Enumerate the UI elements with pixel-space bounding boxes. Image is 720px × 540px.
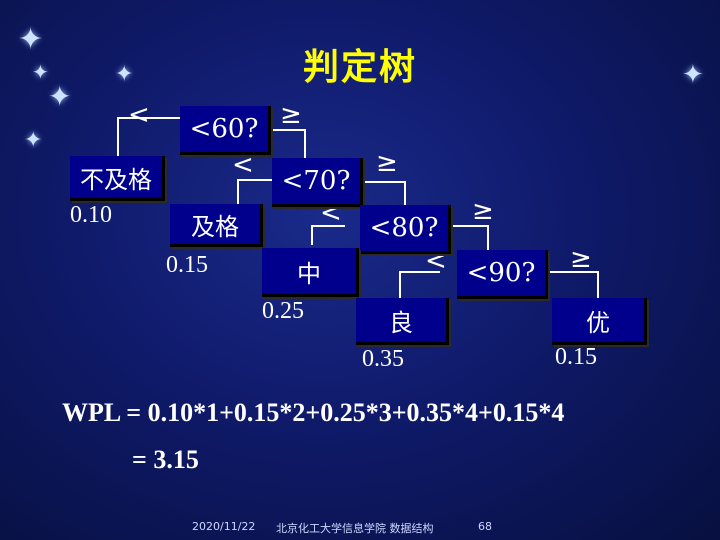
decision-node-80: <80? [360,205,451,254]
leaf-node-good: 良 [356,298,449,345]
edge-90-left [399,271,440,300]
edge-80-left [311,225,345,245]
branch-geq-60: ≥ [280,100,302,130]
edge-70-right [360,181,406,205]
page-title: 判定树 [302,47,417,88]
wpl-formula-line1: WPL = 0.10*1+0.15*2+0.25*3+0.35*4+0.15*4 [62,398,565,427]
branch-less-60: < [128,100,150,130]
sparkle-icon: ✦ [24,128,43,153]
sparkle-icon: ✦ [115,62,134,87]
sparkle-icon: ✦ [18,22,44,57]
leaf-weight-fail: 0.10 [70,202,112,228]
footer-date: 2020/11/22 [192,520,256,533]
edge-70-left [237,179,272,208]
branch-geq-70: ≥ [376,148,398,178]
leaf-label: 优 [586,308,610,337]
decision-label: <70? [281,166,351,196]
decision-node-60: <60? [180,106,271,155]
decision-node-70: <70? [272,158,363,207]
edge-60-left [117,117,180,160]
branch-less-70: < [232,150,254,180]
wpl-formula-line2: = 3.15 [132,445,199,474]
footer-source: 北京化工大学信息学院 数据结构 [276,522,434,535]
footer-page-number: 68 [478,520,492,533]
leaf-weight-medium: 0.25 [262,298,304,324]
decision-label: <90? [466,258,536,288]
leaf-label: 良 [389,308,413,337]
sparkle-icon: ✦ [48,80,72,113]
branch-geq-80: ≥ [472,196,494,226]
leaf-weight-excellent: 0.15 [555,344,597,370]
sparkle-icon: ✦ [32,60,49,84]
sparkle-icon: ✦ [682,60,704,90]
leaf-weight-pass: 0.15 [166,252,208,278]
decision-node-90: <90? [457,250,548,299]
decision-label: <60? [189,114,259,144]
leaf-label: 不及格 [80,165,152,194]
decision-label: <80? [369,213,439,243]
leaf-label: 中 [297,259,321,288]
leaf-node-excellent: 优 [552,298,647,345]
edge-80-right [448,225,489,250]
leaf-node-medium: 中 [262,248,359,297]
leaf-label: 及格 [191,212,239,241]
leaf-weight-good: 0.35 [362,346,404,372]
leaf-node-fail: 不及格 [70,156,165,201]
branch-geq-90: ≥ [570,244,592,274]
edge-90-right [545,271,599,300]
leaf-node-pass: 及格 [170,204,263,247]
edge-60-right [268,129,306,158]
